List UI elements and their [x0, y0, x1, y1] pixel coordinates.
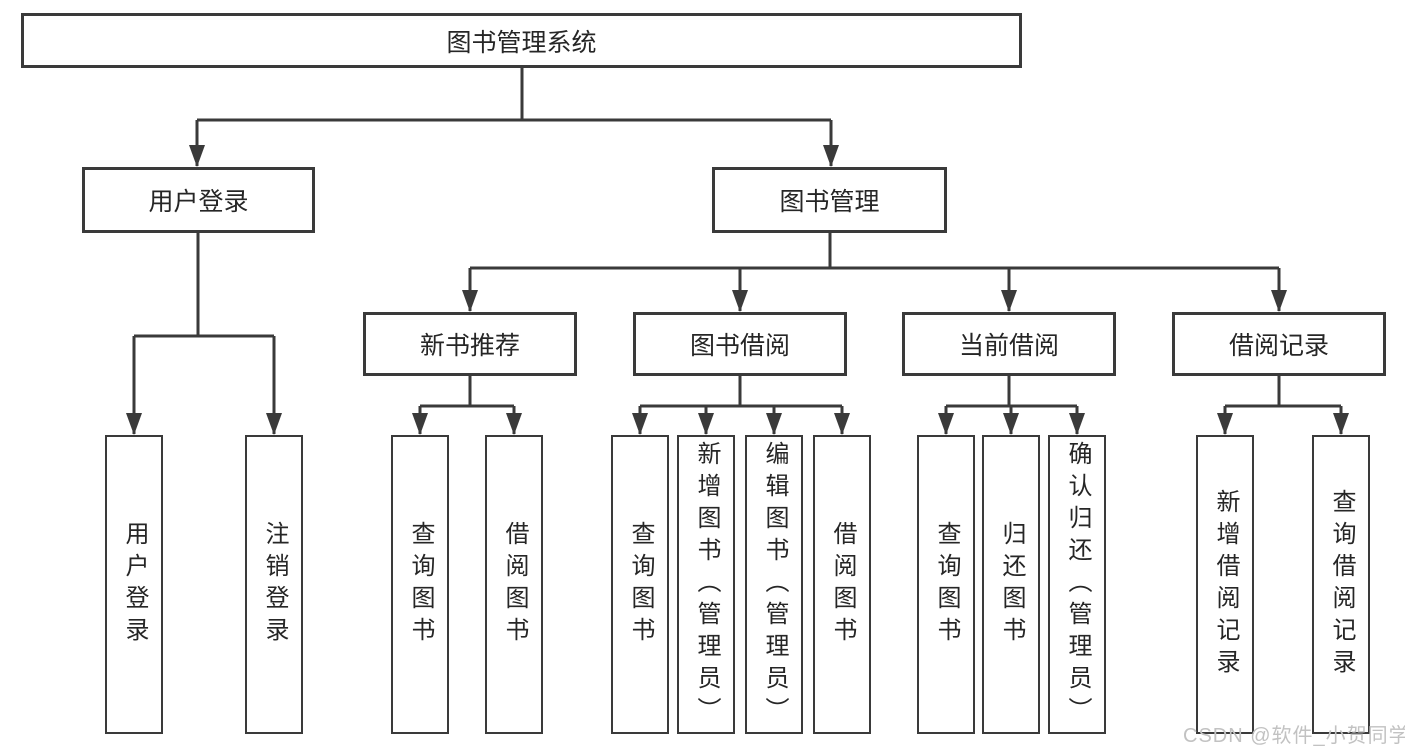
leaf-confirm-return-admin: 确认归还（管理员） [1048, 435, 1106, 734]
leaf-borrow-books-recommend: 借阅图书 [485, 435, 543, 734]
node-root-system: 图书管理系统 [21, 13, 1022, 68]
leaf-add-books-admin: 新增图书（管理员） [677, 435, 735, 734]
leaf-user-login: 用户登录 [105, 435, 163, 734]
leaf-query-books-recommend: 查询图书 [391, 435, 449, 734]
leaf-return-books: 归还图书 [982, 435, 1040, 734]
node-borrow-records: 借阅记录 [1172, 312, 1386, 376]
leaf-add-borrow-record: 新增借阅记录 [1196, 435, 1254, 734]
leaf-borrow-books: 借阅图书 [813, 435, 871, 734]
node-book-borrow: 图书借阅 [633, 312, 847, 376]
leaf-query-books-current: 查询图书 [917, 435, 975, 734]
leaf-query-books-borrow: 查询图书 [611, 435, 669, 734]
node-new-book-recommend: 新书推荐 [363, 312, 577, 376]
leaf-query-borrow-record: 查询借阅记录 [1312, 435, 1370, 734]
leaf-logout: 注销登录 [245, 435, 303, 734]
arrowheads [126, 120, 1349, 435]
node-book-management: 图书管理 [712, 167, 947, 233]
csdn-watermark: CSDN @软件_小贺同学 [1183, 725, 1405, 747]
node-user-login: 用户登录 [82, 167, 315, 233]
connector-segments [134, 68, 1341, 408]
node-current-borrow: 当前借阅 [902, 312, 1116, 376]
leaf-edit-books-admin: 编辑图书（管理员） [745, 435, 803, 734]
